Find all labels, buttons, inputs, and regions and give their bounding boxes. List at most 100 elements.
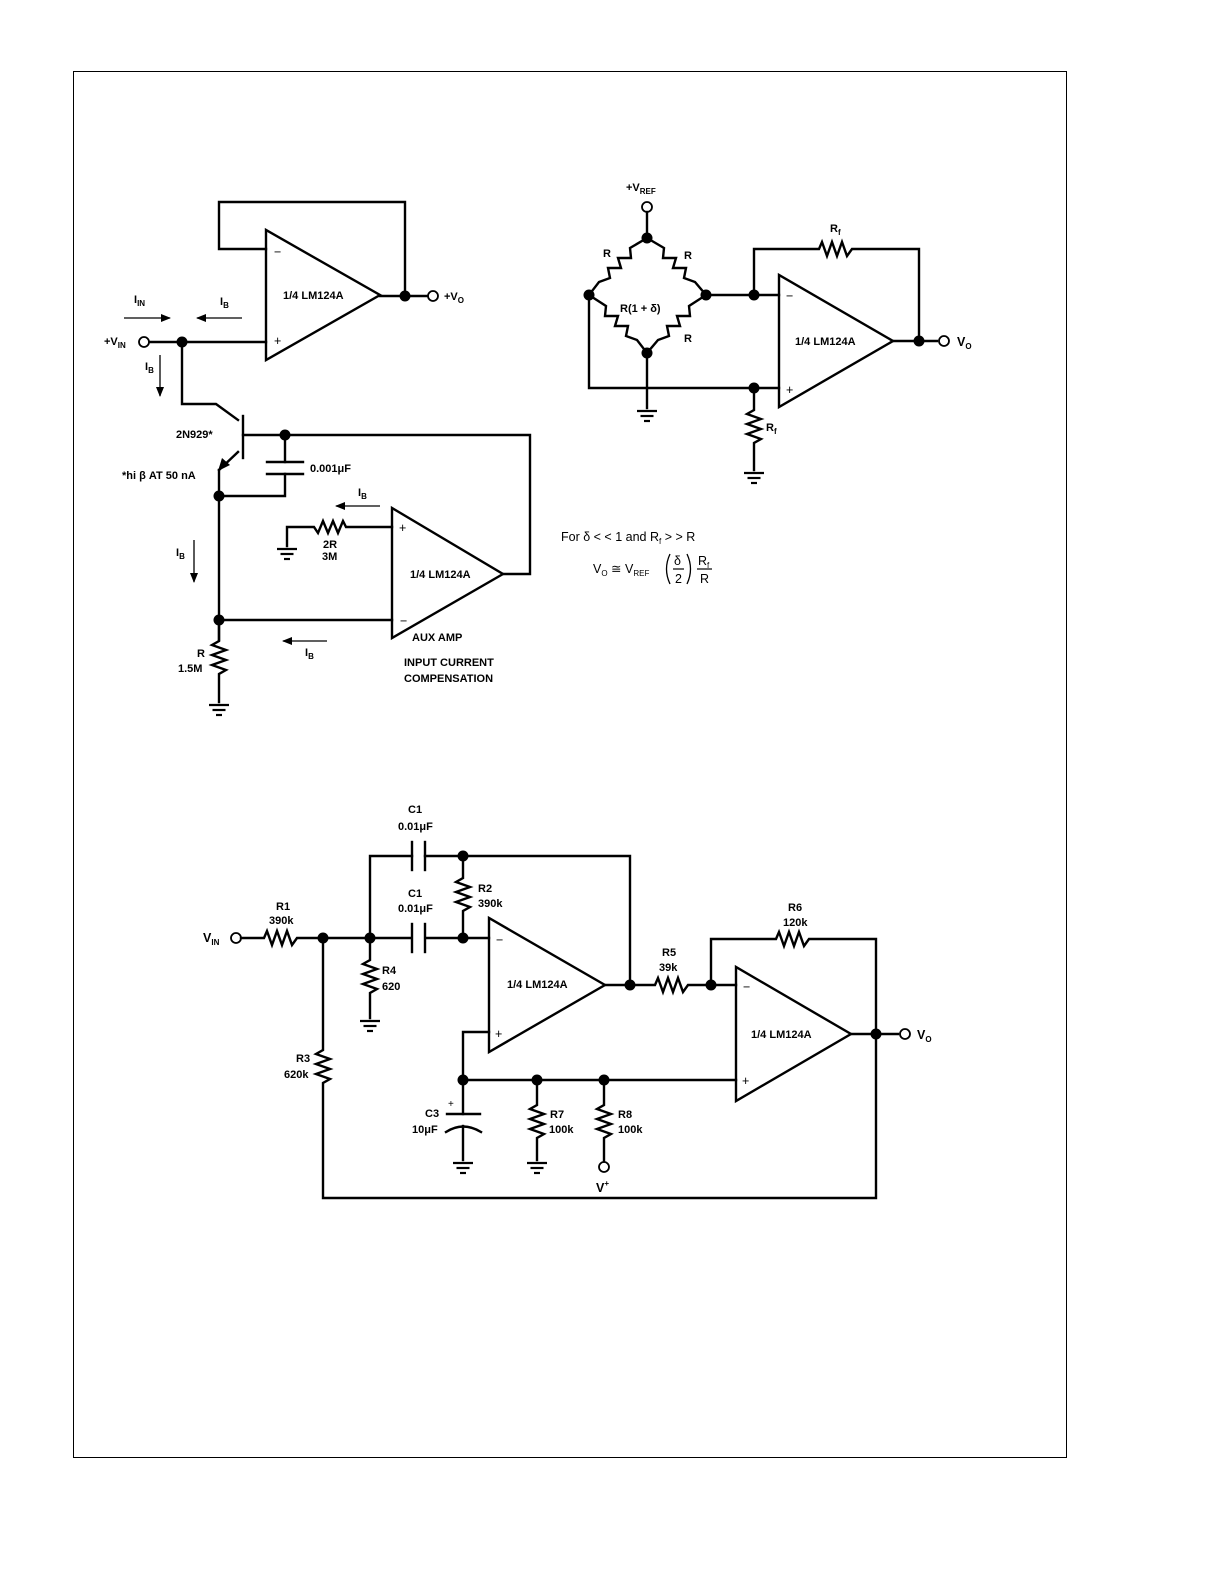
node-opamp2-out <box>870 1028 882 1040</box>
filter-input-label: VIN <box>203 931 220 947</box>
transistor-base-wire <box>241 433 532 576</box>
c1-top-name: C1 <box>408 804 422 816</box>
r5-name: R5 <box>662 947 676 959</box>
node-opamp1-out <box>624 979 636 991</box>
bridge-output-label: VO <box>957 335 972 351</box>
formula-paren-left <box>665 553 671 585</box>
opamp-main-label: 1/4 LM124A <box>283 290 344 302</box>
c1-mid-value: 0.01μF <box>398 903 433 915</box>
c1-mid-gap <box>412 926 426 950</box>
r6-name: R6 <box>788 902 802 914</box>
transistor-collector-wire <box>180 340 240 422</box>
r2r-value: 3M <box>322 551 337 563</box>
r7-ground <box>525 1161 549 1175</box>
rf-top-label: Rf <box>830 223 841 237</box>
r2r-ground <box>275 547 299 561</box>
cap-label: 0.001μF <box>310 463 351 475</box>
r1-name: R1 <box>276 901 290 913</box>
r7-resistor <box>526 1078 548 1162</box>
opamp1-plus-wire <box>461 1030 738 1082</box>
ib-down2-label: IB <box>176 547 185 561</box>
r3-resistor <box>312 936 878 1200</box>
opamp2-plus: + <box>742 1074 749 1088</box>
bridge-output-node <box>913 335 925 347</box>
opamp-bridge-plus: + <box>786 383 793 397</box>
bridge-r-bottom-left-label: R(1 + δ) <box>620 303 661 315</box>
opamp-aux-plus: + <box>399 521 406 535</box>
r4-value: 620 <box>382 981 400 993</box>
i-in-label: IIN <box>134 294 145 308</box>
r8-resistor <box>593 1078 615 1164</box>
rf-ground <box>742 471 766 485</box>
circuit-1-input-current-compensation: − + 1/4 LM124A +VO +VIN IIN IB IB 2N929*… <box>104 200 532 717</box>
r-ground <box>207 703 231 717</box>
r-value: 1.5M <box>178 663 202 675</box>
formula-r: R <box>700 572 709 586</box>
bridge-r-bottom-left <box>587 293 649 355</box>
r7-value: 100k <box>549 1124 574 1136</box>
bridge-r-top-left-label: R <box>603 248 611 260</box>
c3-name: C3 <box>425 1108 439 1120</box>
opamp2-label: 1/4 LM124A <box>751 1029 812 1041</box>
c3-ground <box>451 1161 475 1175</box>
r8-value: 100k <box>618 1124 643 1136</box>
circuit-2-bridge-amplifier: +VREF R R R(1 + δ) R − + 1/4 LM124A Rf <box>561 182 972 586</box>
r4-resistor <box>359 936 381 1020</box>
emitter-node <box>213 490 225 502</box>
bridge-r-top-right <box>645 236 708 297</box>
opamp1-minus: − <box>496 933 503 947</box>
formula-condition: For δ < < 1 and Rf > > R <box>561 530 695 546</box>
r7-name: R7 <box>550 1109 564 1121</box>
opamp1-triangle <box>487 915 608 1055</box>
formula-paren-right <box>686 553 692 585</box>
opamp-main-triangle <box>264 227 383 363</box>
r4-name: R4 <box>382 965 397 977</box>
c1-mid-name: C1 <box>408 888 422 900</box>
bridge-left-wire <box>587 293 781 390</box>
filter-output-label: VO <box>917 1028 932 1044</box>
ib-top-label: IB <box>220 296 229 310</box>
r6-value: 120k <box>783 917 808 929</box>
formula-num: δ <box>674 554 681 568</box>
vref-label: +VREF <box>626 182 656 196</box>
r2r-resistor <box>285 517 394 548</box>
vplus-terminal <box>598 1161 610 1173</box>
main-output-node <box>399 290 411 302</box>
ib-aux-label: IB <box>358 487 367 501</box>
r-resistor <box>208 618 230 704</box>
opamp2-minus: − <box>743 980 750 994</box>
bridge-output-terminal <box>938 335 950 347</box>
opamp-aux-triangle <box>390 505 506 641</box>
opamp1-plus: + <box>495 1027 502 1041</box>
ib-down1-label: IB <box>145 361 154 375</box>
transistor-label: 2N929* <box>176 429 213 441</box>
r2-resistor <box>452 854 474 940</box>
opamp-main-minus: − <box>274 245 281 259</box>
compensation-line2: COMPENSATION <box>404 673 493 685</box>
bridge-r-bottom-right-label: R <box>684 333 692 345</box>
r1-value: 390k <box>269 915 294 927</box>
bridge-r-top-left <box>587 236 649 297</box>
vref-terminal <box>641 201 653 213</box>
transistor-note: *hi β AT 50 nA <box>122 470 196 482</box>
opamp1-label: 1/4 LM124A <box>507 979 568 991</box>
filter-output-terminal <box>899 1028 911 1040</box>
compensation-line1: INPUT CURRENT <box>404 657 494 669</box>
formula-equation: VO ≅ VREF δ 2 Rf R <box>593 553 712 586</box>
circuit-3-bandpass-filter: VIN R1 390k C1 0.01μF C1 0.01μF R2 390k … <box>203 804 932 1200</box>
page-frame <box>73 71 1067 1458</box>
r2-value: 390k <box>478 898 503 910</box>
r8-name: R8 <box>618 1109 632 1121</box>
opamp-aux-label: 1/4 LM124A <box>410 569 471 581</box>
r2-name: R2 <box>478 883 492 895</box>
c3-value: 10μF <box>412 1124 438 1136</box>
opamp-bridge-label: 1/4 LM124A <box>795 336 856 348</box>
opamp-bridge-minus: − <box>786 289 793 303</box>
r4-ground <box>358 1019 382 1033</box>
r3-value: 620k <box>284 1069 309 1081</box>
main-feedback-wire <box>217 200 407 298</box>
formula-lhs: VO ≅ VREF <box>593 562 649 578</box>
r2r-name: 2R <box>323 539 337 551</box>
vplus-label: V+ <box>596 1179 609 1195</box>
